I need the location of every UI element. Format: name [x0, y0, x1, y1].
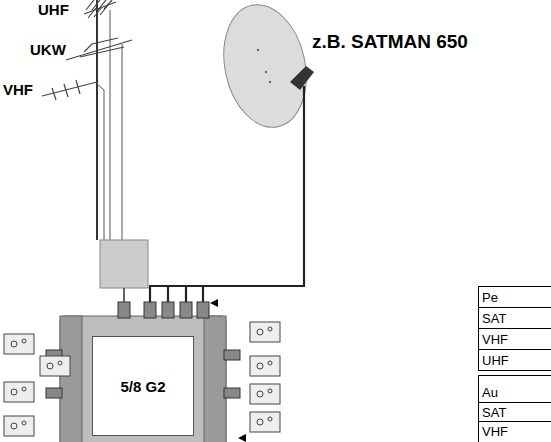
table-cell: SAT — [482, 312, 506, 325]
table-cell: VHF — [482, 333, 508, 346]
table-cell: SAT — [482, 406, 506, 419]
multiswitch-panel: 5/8 G2 — [92, 336, 194, 436]
antenna-label: UHF — [38, 2, 69, 17]
device-name: 5/8 G2 — [120, 378, 165, 395]
antenna-label: VHF — [3, 82, 33, 97]
dish-model: z.B. SATMAN 650 — [312, 32, 468, 51]
antenna-label: UKW — [30, 42, 66, 57]
table-cell: Pe — [482, 291, 498, 304]
table-cell: UHF — [482, 354, 509, 367]
table-cell: Au — [482, 386, 498, 399]
table-cell: VHF — [482, 425, 508, 438]
